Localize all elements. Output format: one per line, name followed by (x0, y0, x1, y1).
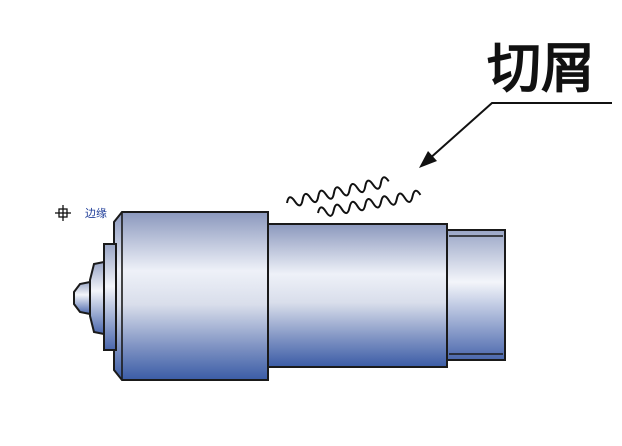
tool-nose-cone (89, 260, 105, 336)
chip-swarf (286, 176, 422, 217)
tool-middle-cylinder (266, 223, 448, 368)
tool-tip (73, 280, 91, 316)
chip-callout-label: 切屑 (487, 37, 595, 100)
callout-leader-arrow (419, 102, 612, 168)
edge-marker: 边缘 (55, 205, 107, 221)
tool-head (113, 211, 269, 381)
edge-label: 边缘 (85, 207, 107, 220)
tool-assembly (73, 211, 506, 381)
tool-nose-ring (103, 243, 117, 351)
crosshair-icon (55, 205, 71, 221)
tool-shaft (444, 229, 506, 361)
